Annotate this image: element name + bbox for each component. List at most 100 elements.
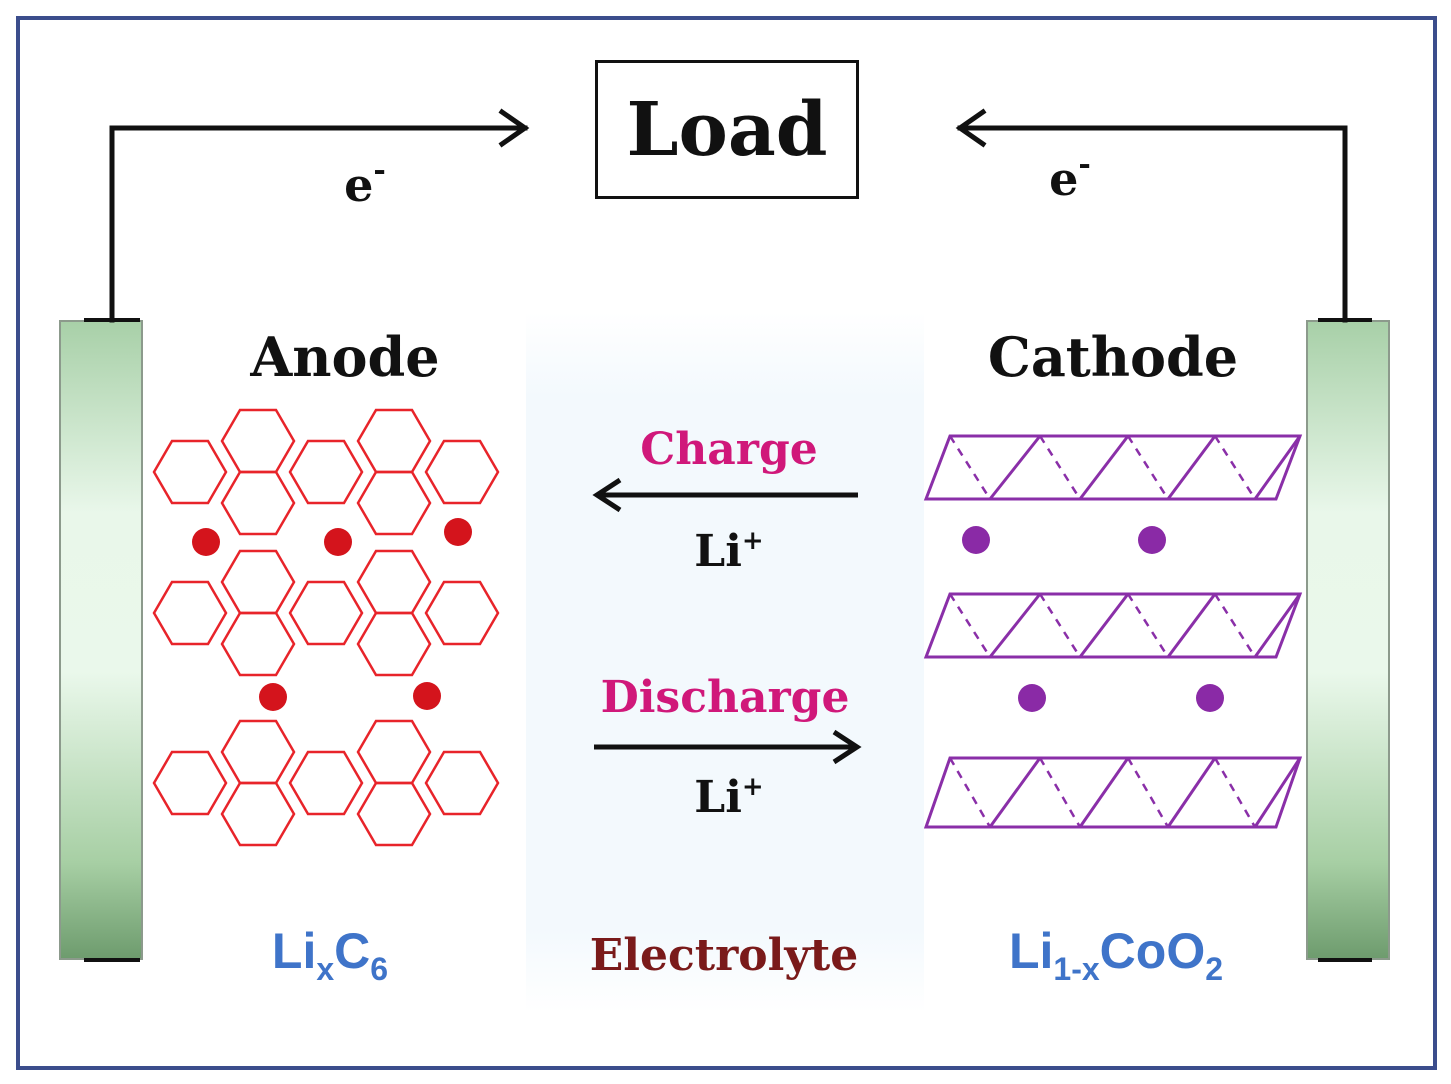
anode-lithium-ion bbox=[413, 682, 441, 710]
cathode-formula-1-x: 1-x bbox=[1053, 951, 1100, 987]
anode-formula-x: x bbox=[316, 951, 335, 987]
oxide-layer-outline bbox=[923, 756, 1303, 829]
oxide-solid-edge bbox=[1078, 757, 1130, 828]
oxide-dashed-edge bbox=[948, 757, 992, 828]
oxide-dashed-edge bbox=[1126, 435, 1170, 500]
oxide-dashed-edge bbox=[1038, 757, 1082, 828]
graphite-hexagon bbox=[152, 439, 228, 505]
anode-lithium-ion bbox=[324, 528, 352, 556]
oxide-solid-edge bbox=[988, 435, 1042, 500]
graphite-hexagon bbox=[424, 750, 500, 816]
cathode-formula-li: Li bbox=[1008, 923, 1054, 979]
electron-label-left: e- bbox=[344, 156, 386, 209]
electrolyte-region bbox=[526, 312, 924, 1012]
oxide-solid-edge bbox=[1078, 593, 1130, 658]
oxide-dashed-edge bbox=[1126, 593, 1170, 658]
electron-symbol: e bbox=[344, 158, 374, 212]
graphite-hexagon bbox=[220, 549, 296, 615]
cathode-wire-arrowhead bbox=[955, 108, 987, 148]
cathode-formula-2: 2 bbox=[1205, 951, 1224, 987]
graphite-hexagon bbox=[152, 580, 228, 646]
graphite-hexagon bbox=[424, 439, 500, 505]
oxide-solid-edge bbox=[1253, 757, 1302, 828]
graphite-hexagon bbox=[220, 781, 296, 847]
oxide-dashed-edge bbox=[1038, 435, 1082, 500]
cathode-formula-coo: CoO bbox=[1099, 923, 1206, 979]
oxide-layer-outline bbox=[923, 434, 1303, 501]
oxide-dashed-edge bbox=[1126, 757, 1170, 828]
anode-lithium-ion bbox=[192, 528, 220, 556]
load-label: Load bbox=[626, 86, 828, 173]
discharge-arrowhead bbox=[832, 729, 862, 765]
charge-arrowhead bbox=[592, 477, 622, 513]
graphite-hexagon bbox=[288, 750, 364, 816]
oxide-dashed-edge bbox=[1213, 593, 1257, 658]
charge-ion-label: Li+ bbox=[694, 528, 763, 574]
discharge-ion-symbol: Li bbox=[694, 772, 742, 823]
oxide-solid-edge bbox=[1253, 593, 1302, 658]
cathode-lithium-ion bbox=[962, 526, 990, 554]
anode-wire bbox=[109, 125, 528, 323]
oxide-dashed-edge bbox=[948, 593, 992, 658]
electron-symbol: e bbox=[1049, 152, 1079, 206]
anode-lithium-ion bbox=[444, 518, 472, 546]
graphite-hexagon bbox=[288, 580, 364, 646]
electron-charge: - bbox=[1078, 147, 1091, 182]
graphite-hexagon bbox=[220, 611, 296, 677]
lithium-ions bbox=[192, 518, 1224, 712]
graphite-hexagon bbox=[356, 611, 432, 677]
external-circuit bbox=[84, 108, 1372, 962]
anode-wire-arrowhead bbox=[498, 108, 530, 148]
oxide-layer-outline bbox=[923, 592, 1303, 659]
oxide-solid-edge bbox=[1078, 435, 1130, 500]
graphite-hexagon bbox=[356, 781, 432, 847]
graphite-hexagon bbox=[356, 719, 432, 785]
graphite-hexagon bbox=[356, 549, 432, 615]
discharge-label: Discharge bbox=[600, 672, 850, 723]
anode-formula-6: 6 bbox=[370, 951, 389, 987]
graphite-lattice bbox=[152, 408, 500, 847]
oxide-solid-edge bbox=[1253, 435, 1302, 500]
anode-lithium-ion bbox=[259, 683, 287, 711]
graphite-hexagon bbox=[220, 719, 296, 785]
cathode-lithium-ion bbox=[1196, 684, 1224, 712]
graphite-hexagon bbox=[220, 408, 296, 474]
oxide-solid-edge bbox=[1166, 593, 1217, 658]
anode-formula-c: C bbox=[334, 923, 371, 979]
oxide-dashed-edge bbox=[948, 435, 992, 500]
discharge-ion-label: Li+ bbox=[694, 774, 763, 820]
charge-ion-charge: + bbox=[741, 526, 764, 556]
cathode-current-collector bbox=[1306, 320, 1390, 960]
graphite-hexagon bbox=[356, 470, 432, 536]
oxide-solid-edge bbox=[1166, 757, 1217, 828]
cathode-lithium-ion bbox=[1018, 684, 1046, 712]
graphite-hexagon bbox=[356, 408, 432, 474]
cobalt-oxide-lattice bbox=[923, 434, 1303, 829]
anode-formula: LixC6 bbox=[271, 923, 388, 985]
cathode-wire bbox=[957, 125, 1348, 323]
electron-charge: - bbox=[373, 153, 386, 188]
cathode-lithium-ion bbox=[1138, 526, 1166, 554]
oxide-dashed-edge bbox=[1213, 435, 1257, 500]
electrolyte-label: Electrolyte bbox=[589, 930, 859, 981]
anode-title: Anode bbox=[250, 325, 440, 389]
graphite-hexagon bbox=[288, 439, 364, 505]
cathode-formula: Li1-xCoO2 bbox=[1008, 923, 1223, 985]
discharge-ion-charge: + bbox=[741, 772, 764, 802]
oxide-solid-edge bbox=[1166, 435, 1217, 500]
oxide-dashed-edge bbox=[1038, 593, 1082, 658]
cathode-title: Cathode bbox=[987, 325, 1239, 389]
oxide-dashed-edge bbox=[1213, 757, 1257, 828]
graphite-hexagon bbox=[152, 750, 228, 816]
charge-ion-symbol: Li bbox=[694, 526, 742, 577]
ion-arrows bbox=[592, 477, 862, 765]
electron-label-right: e- bbox=[1049, 150, 1091, 203]
anode-formula-li: Li bbox=[271, 923, 317, 979]
oxide-solid-edge bbox=[988, 593, 1042, 658]
load-box: Load bbox=[595, 60, 859, 199]
oxide-solid-edge bbox=[988, 757, 1042, 828]
charge-label: Charge bbox=[640, 424, 818, 475]
graphite-hexagon bbox=[424, 580, 500, 646]
graphite-hexagon bbox=[220, 470, 296, 536]
